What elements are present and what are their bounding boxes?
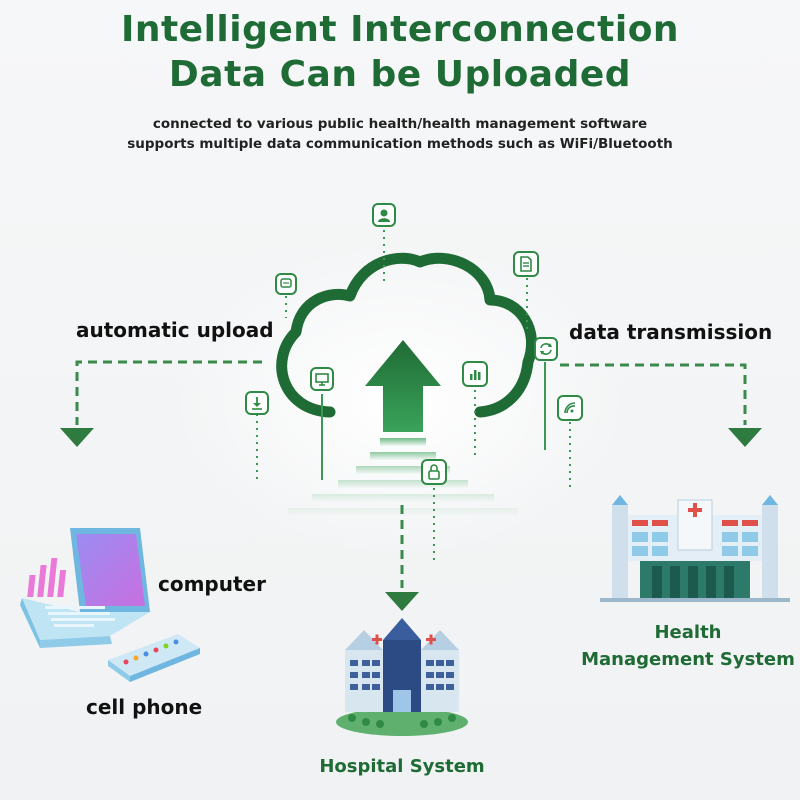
cell-phone-label: cell phone [86, 695, 203, 719]
upload-steps [288, 438, 518, 516]
chat-icon [275, 273, 297, 295]
flow-left-arrowhead [60, 428, 94, 447]
lock-icon [421, 459, 447, 485]
wifi-icon [557, 395, 583, 421]
subtitle-line1: connected to various public health/healt… [152, 116, 648, 132]
laptop-illustration [20, 528, 150, 648]
icon-connectors [256, 230, 571, 560]
automatic-upload-label: automatic upload [76, 318, 274, 342]
upload-arrow-icon [365, 340, 441, 432]
page-title-line2: Data Can be Uploaded [168, 54, 632, 95]
bar-chart-icon [462, 361, 488, 387]
sync-icon [534, 337, 558, 361]
data-transmission-label: data transmission [569, 320, 773, 344]
user-icon [372, 203, 396, 227]
health-building-illustration [600, 495, 790, 602]
hospital-illustration [336, 618, 468, 736]
page-title: Intelligent Interconnection [120, 9, 680, 50]
health-system-label-line1: Health [654, 622, 722, 643]
phone-illustration [108, 634, 200, 682]
computer-label: computer [158, 572, 266, 596]
document-icon [513, 251, 539, 277]
monitor-icon [310, 367, 334, 391]
hospital-system-label: Hospital System [319, 756, 485, 777]
cloud-icon [276, 252, 537, 418]
flow-left-connector [75, 360, 262, 425]
download-icon [245, 391, 269, 415]
flow-right-arrowhead [728, 428, 762, 447]
subtitle-line2: supports multiple data communication met… [127, 136, 673, 152]
health-system-label-line2: Management System [581, 649, 795, 670]
flow-down-arrowhead [385, 592, 419, 611]
flow-right-connector [560, 363, 747, 425]
